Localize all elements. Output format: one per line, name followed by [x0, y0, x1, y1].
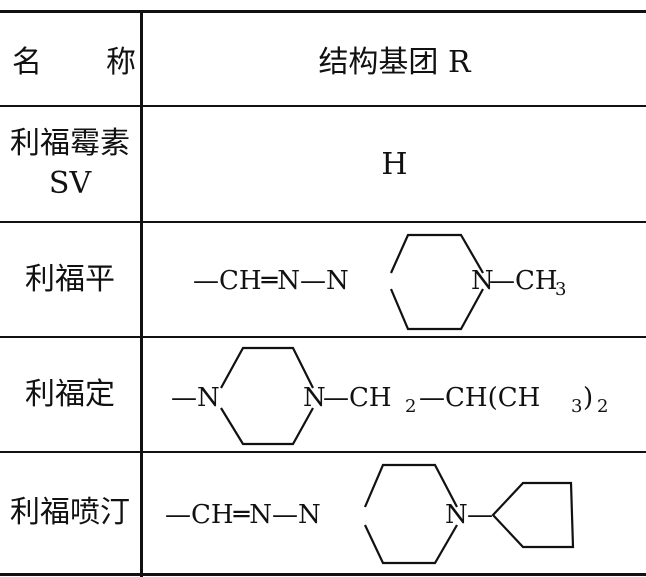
table-top-border	[0, 10, 646, 13]
row-group-h: H	[381, 146, 408, 182]
header-name-left: 名	[12, 45, 42, 80]
rifapentine-structure: —CH═N—N N —	[165, 463, 575, 565]
chem-chain-text: —CH═N—N	[165, 500, 321, 530]
table-bottom-border	[0, 573, 646, 576]
chem-tail3-text: )	[583, 383, 593, 413]
chem-chain-text: —CH═N—N	[193, 266, 349, 296]
row-divider	[0, 336, 646, 338]
header-divider	[0, 105, 646, 107]
chem-n-text: N	[445, 500, 468, 530]
header-name-right: 称	[106, 45, 136, 80]
ring-bond-top	[220, 346, 314, 389]
row-divider	[0, 451, 646, 453]
rifandin-structure: —N N —CH 2 —CH(CH 3 ) 2	[171, 346, 608, 446]
row-name-rifapentine: 利福喷汀	[10, 495, 130, 530]
ring-bond-bottom	[220, 407, 314, 446]
row-divider	[0, 221, 646, 223]
rifampicin-structure: —CH═N—N N —CH 3	[193, 233, 566, 331]
ring-bond-bottom	[389, 288, 484, 331]
chem-subscript: 3	[571, 396, 582, 417]
ring-bond-top	[389, 233, 484, 274]
row-name-rifandin: 利福定	[25, 376, 115, 412]
column-divider	[140, 10, 143, 577]
chem-subscript: 3	[555, 279, 566, 300]
header-group-cell: 结构基团 R	[318, 45, 471, 80]
row-name-line2: SV	[48, 166, 92, 201]
header-name-cell: 名 称	[0, 13, 140, 105]
chem-tail2-text: —CH(CH	[419, 383, 540, 413]
row-name-rifamycin-sv: 利福霉素 SV	[0, 107, 140, 221]
chem-subscript: 2	[597, 396, 608, 417]
chem-tail1-text: —CH	[323, 383, 392, 413]
chem-n-text: N	[303, 383, 326, 413]
chem-subscript: 2	[405, 396, 416, 417]
chem-tail-text: —CH	[489, 266, 558, 296]
chem-chain-text: —N	[171, 383, 220, 413]
chem-n-text: N	[471, 266, 494, 296]
row-name-rifampicin: 利福平	[25, 261, 115, 297]
ring-bond-top	[363, 463, 458, 508]
ring-bond-bottom	[364, 524, 458, 565]
chem-tail-text: —	[467, 500, 493, 530]
row-name-line1: 利福霉素	[10, 126, 130, 161]
cyclopentyl-ring	[491, 481, 575, 549]
